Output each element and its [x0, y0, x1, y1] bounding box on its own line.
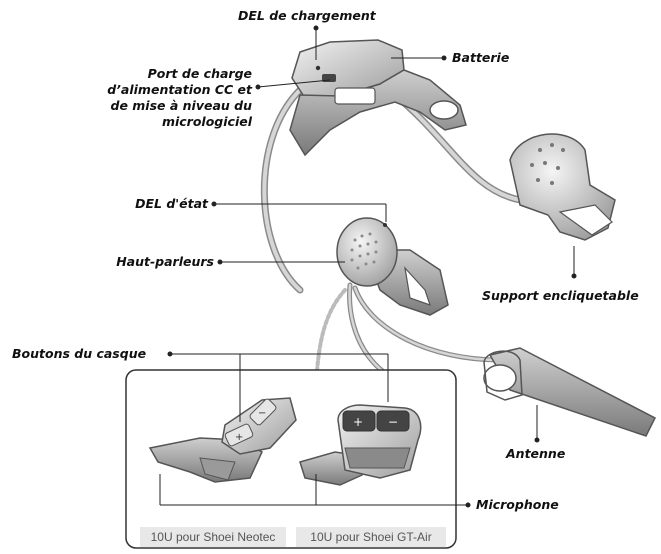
caption-neotec: 10U pour Shoei Neotec	[140, 527, 286, 547]
label-antenna: Antenne	[506, 446, 565, 462]
label-dc-port-line4: micrologiciel	[62, 114, 252, 130]
plus-icon: +	[235, 432, 243, 443]
label-helmet-buttons: Boutons du casque	[12, 346, 146, 362]
label-clamp-mount: Support encliquetable	[482, 288, 639, 304]
label-dc-port-line1: Port de charge	[62, 66, 252, 82]
caption-gt-air: 10U pour Shoei GT-Air	[296, 527, 446, 547]
label-dc-port: Port de charge d’alimentation CC et de m…	[62, 66, 252, 130]
label-status-led: DEL d'état	[100, 196, 208, 212]
speaker-unit	[337, 218, 448, 315]
label-charging-led: DEL de chargement	[238, 8, 376, 24]
label-microphone: Microphone	[476, 497, 559, 513]
svg-text:−: −	[388, 415, 398, 429]
label-dc-port-line3: de mise à niveau du	[62, 98, 252, 114]
svg-text:+: +	[353, 415, 363, 429]
label-dc-port-line2: d’alimentation CC et	[62, 82, 252, 98]
minus-icon: −	[258, 408, 266, 419]
label-battery: Batterie	[452, 50, 509, 66]
led-dot-icon	[316, 66, 320, 70]
antenna-part	[484, 348, 655, 436]
label-speakers: Haut-parleurs	[90, 254, 214, 270]
clamp-mount	[510, 134, 615, 240]
